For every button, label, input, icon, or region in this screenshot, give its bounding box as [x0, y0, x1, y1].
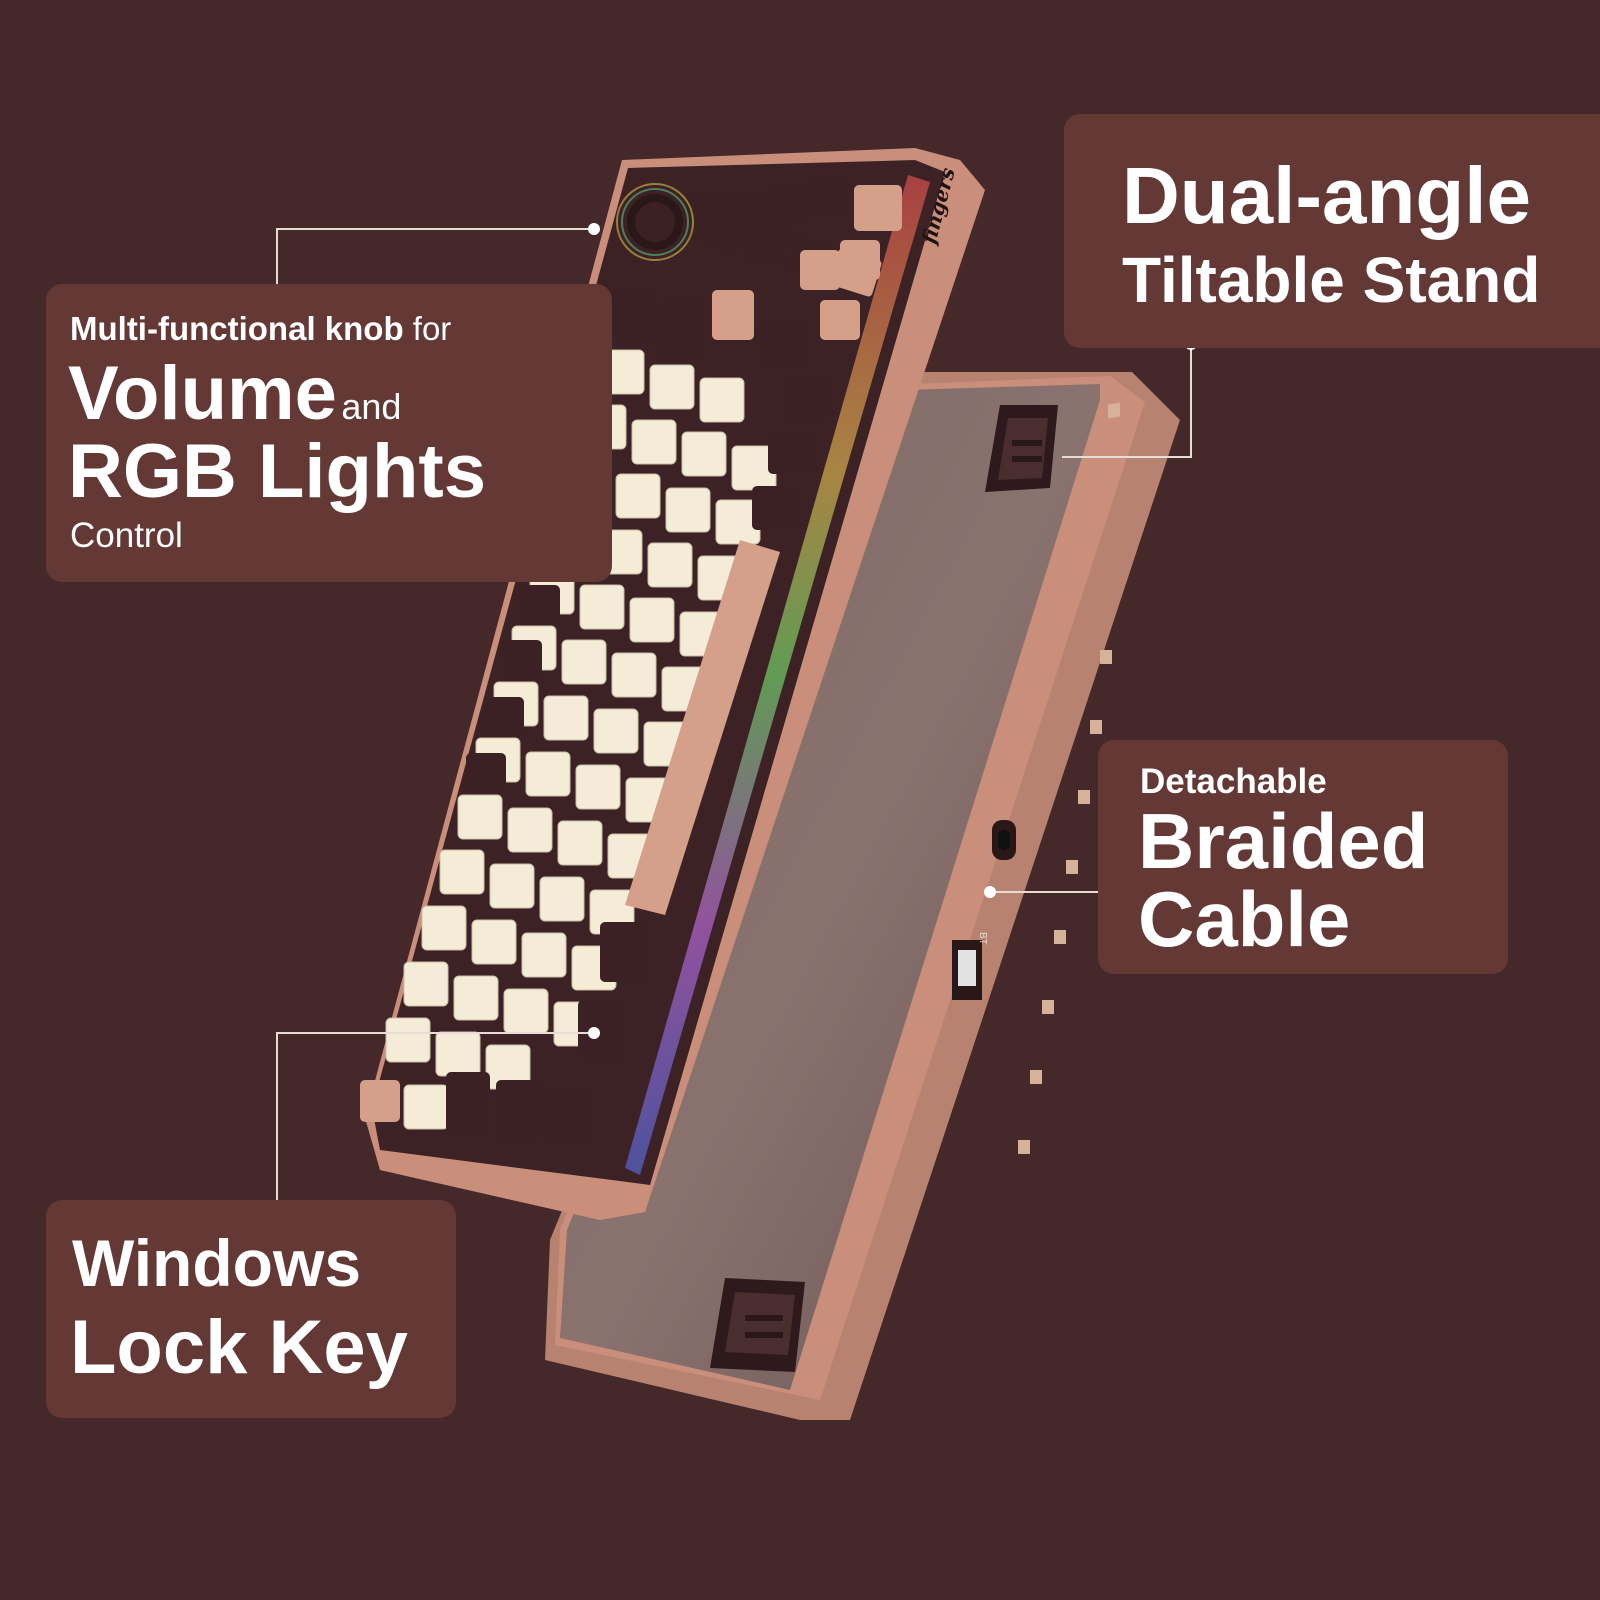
- knob-callout-and: and: [341, 386, 402, 427]
- knob-callout-line1-regular: for: [412, 310, 452, 347]
- cable-leader-dot: [984, 886, 996, 898]
- cable-callout-line2: Braided: [1138, 797, 1429, 885]
- winlock-callout: Windows Lock Key: [46, 1200, 456, 1418]
- winlock-leader-vertical: [276, 1032, 278, 1210]
- knob-callout: Multi-functional knob for Volume and RGB…: [46, 284, 612, 582]
- winlock-leader-horizontal: [276, 1032, 594, 1034]
- knob-callout-line1: Multi-functional knob for: [70, 312, 451, 345]
- knob-callout-rgb-lights: RGB Lights: [68, 429, 486, 514]
- rotary-knob-icon: [616, 183, 694, 261]
- tilt-stand-top: [985, 405, 1058, 492]
- knob-leader-dot: [588, 223, 600, 235]
- cable-callout-line1: Detachable: [1140, 762, 1327, 801]
- stand-callout-line2: Tiltable Stand: [1122, 244, 1541, 316]
- winlock-callout-line1: Windows: [72, 1226, 362, 1300]
- mode-switch-icon: [952, 940, 982, 1000]
- knob-callout-line1-bold: Multi-functional knob: [70, 310, 404, 347]
- keyboard-top-view: fingers: [360, 148, 985, 1220]
- winlock-leader-dot: [588, 1027, 600, 1039]
- stand-callout: Dual-angle Tiltable Stand: [1064, 114, 1600, 348]
- cable-leader-horizontal: [990, 891, 1112, 893]
- usb-port-icon: [992, 820, 1016, 860]
- stand-callout-line1: Dual-angle: [1122, 151, 1531, 240]
- knob-leader-vertical: [276, 228, 278, 288]
- cable-callout: Detachable Braided Cable: [1098, 740, 1508, 974]
- stand-leader-vertical: [1190, 344, 1192, 458]
- tilt-stand-bottom: [710, 1278, 805, 1372]
- knob-callout-control: Control: [70, 516, 183, 555]
- stand-leader-horizontal: [1062, 456, 1192, 458]
- winlock-callout-line2: Lock Key: [70, 1305, 408, 1390]
- knob-leader-horizontal: [276, 228, 594, 230]
- switch-label: BT: [977, 932, 988, 945]
- keycap-field: [360, 178, 902, 1142]
- knob-callout-volume: Volume: [68, 351, 337, 436]
- knob-callout-line2: Volume and: [68, 356, 401, 432]
- cable-callout-line3: Cable: [1138, 875, 1351, 963]
- keyboard-bottom-view: BT: [545, 372, 1180, 1420]
